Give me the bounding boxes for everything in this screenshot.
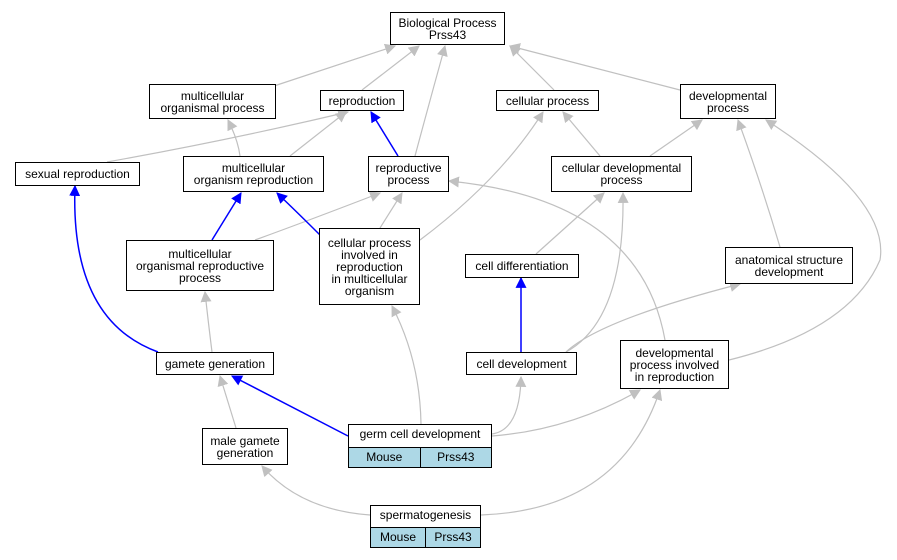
edge-cellular-developmental-process-to-developmental-process (649, 119, 703, 157)
node-anatomical-structure-development[interactable]: anatomical structure development (725, 247, 853, 284)
node-germ-cell-development[interactable]: germ cell development Mouse Prss43 (348, 424, 492, 468)
edge-germ-cell-development-to-developmental-process-involved-in-reproduction (491, 389, 641, 437)
edge-spermatogenesis-to-developmental-process-involved-in-reproduction (480, 388, 663, 516)
gene-cell: Prss43 (419, 448, 492, 467)
node-label-line: reproductive (375, 161, 442, 175)
node-label-line: gamete generation (164, 356, 266, 371)
edge-developmental-process-involved-in-reproduction-to-reproductive-process (447, 176, 666, 341)
edge-cell-development-to-anatomical-structure-development (565, 281, 742, 353)
node-label-line: process (178, 270, 222, 285)
node-label-line: development (754, 264, 824, 279)
edge-sexual-reproduction-to-reproduction (106, 108, 350, 163)
node-developmental-process[interactable]: developmental process (680, 84, 776, 119)
node-label-line: spermatogenesis (379, 508, 472, 522)
node-multicellular-organismal-reproductive-process[interactable]: multicellular organismal reproductive pr… (126, 240, 274, 291)
node-label-line: germ cell development (359, 427, 481, 441)
gene-annotation-row: Mouse Prss43 (348, 447, 492, 468)
node-label-line: organismal process (160, 100, 265, 115)
edge-cellular-process-to-biological-process (509, 45, 555, 91)
edge-anatomical-structure-development-to-developmental-process (736, 118, 781, 248)
node-label-line: process (387, 173, 430, 187)
node-developmental-process-involved-in-reproduction[interactable]: developmental process involved in reprod… (620, 340, 729, 389)
node-label-line: Prss43 (428, 27, 467, 42)
node-cell-development[interactable]: cell development (466, 352, 577, 375)
edge-cell-development-to-cellular-developmental-process (565, 191, 629, 353)
node-label-line: male gamete (210, 433, 280, 448)
node-gamete-generation[interactable]: gamete generation (156, 352, 274, 375)
node-cell-differentiation[interactable]: cell differentiation (465, 254, 579, 278)
node-label-line: cellular process (327, 235, 412, 250)
edge-cellular-developmental-process-to-cellular-process (562, 111, 601, 157)
node-label-line: in multicellular (331, 271, 408, 286)
node-reproduction[interactable]: reproduction (320, 90, 404, 111)
node-label-line: in reproduction (634, 369, 715, 384)
node-sexual-reproduction[interactable]: sexual reproduction (15, 162, 140, 186)
edge-germ-cell-development-to-cellular-process-involved-in-reproduction (391, 305, 422, 425)
organism-cell: Mouse (366, 450, 403, 464)
node-label-line: multicellular (168, 246, 232, 261)
edge-cellular-process-involved-in-reproduction-to-cellular-process (419, 111, 544, 241)
edge-developmental-process-to-biological-process (508, 43, 681, 91)
edge-gamete-generation-to-multicellular-organismal-reproductive-process (200, 290, 213, 353)
node-label-line: process involved (629, 357, 720, 372)
edge-multicellular-organismal-process-to-biological-process (273, 43, 397, 87)
node-label-line: cellular process (505, 93, 590, 108)
edge-spermatogenesis-to-male-gamete-generation (261, 465, 371, 516)
edge-reproductive-process-to-reproduction (370, 111, 399, 157)
node-label-line: process (706, 100, 750, 115)
edge-germ-cell-development-to-cell-development (491, 375, 527, 435)
node-label-line: organism reproduction (193, 173, 314, 187)
edge-multicellular-organism-reproduction-to-multicellular-organismal-process (227, 119, 241, 157)
node-label-line: involved in (341, 247, 398, 262)
edge-gamete-generation-to-sexual-reproduction (69, 184, 159, 353)
node-label-line: reproduction (336, 259, 403, 274)
node-cellular-process[interactable]: cellular process (496, 90, 599, 111)
node-label-line: organismal reproductive (135, 258, 265, 273)
edge-reproductive-process-to-biological-process (414, 44, 448, 157)
edge-germ-cell-development-to-gamete-generation (231, 375, 349, 437)
organism-cell: Mouse (379, 530, 417, 544)
node-label-line: cell differentiation (475, 259, 569, 273)
gene-annotation-row: Mouse Prss43 (370, 527, 481, 548)
node-biological-process[interactable]: Biological Process Prss43 (390, 12, 505, 45)
node-label-line: generation (216, 445, 274, 460)
node-spermatogenesis[interactable]: spermatogenesis Mouse Prss43 (370, 505, 481, 548)
edge-reproduction-to-biological-process (361, 45, 420, 91)
edge-multicellular-organism-reproduction-to-reproduction (289, 111, 347, 157)
node-reproductive-process[interactable]: reproductive process (368, 156, 449, 192)
node-male-gamete-generation[interactable]: male gamete generation (202, 428, 288, 465)
node-label-line: multicellular (221, 161, 286, 175)
node-multicellular-organismal-process[interactable]: multicellular organismal process (149, 84, 276, 119)
node-label-line: developmental (688, 88, 768, 103)
node-label-line: organism (344, 283, 395, 298)
gene-cell: Prss43 (425, 528, 480, 547)
node-label-line: sexual reproduction (25, 167, 130, 181)
edge-cellular-process-involved-in-reproduction-to-multicellular-organism-reproduction (276, 192, 321, 236)
node-multicellular-organism-reproduction[interactable]: multicellular organism reproduction (183, 156, 324, 192)
node-label-line: cell development (476, 356, 567, 371)
edge-male-gamete-generation-to-gamete-generation (217, 374, 237, 429)
node-cellular-developmental-process[interactable]: cellular developmental process (551, 156, 692, 192)
node-label-line: multicellular (180, 88, 245, 103)
node-label-line: cellular developmental (561, 161, 682, 175)
node-cellular-process-involved-in-reproduction[interactable]: cellular process involved in reproductio… (319, 228, 420, 305)
edge-cellular-process-involved-in-reproduction-to-reproductive-process (379, 192, 403, 229)
node-label-line: Biological Process (398, 15, 497, 30)
node-label-line: process (600, 173, 643, 187)
edge-cell-differentiation-to-cellular-developmental-process (535, 192, 605, 255)
edge-multicellular-organismal-reproductive-process-to-multicellular-organism-reproduction (211, 192, 242, 241)
edge-developmental-process-involved-in-reproduction-to-developmental-process (728, 119, 882, 361)
node-label-line: developmental (635, 345, 714, 360)
edge-multicellular-organismal-reproductive-process-to-reproductive-process (254, 191, 382, 241)
node-label-line: anatomical structure (734, 252, 844, 267)
node-label-line: reproduction (328, 93, 396, 108)
